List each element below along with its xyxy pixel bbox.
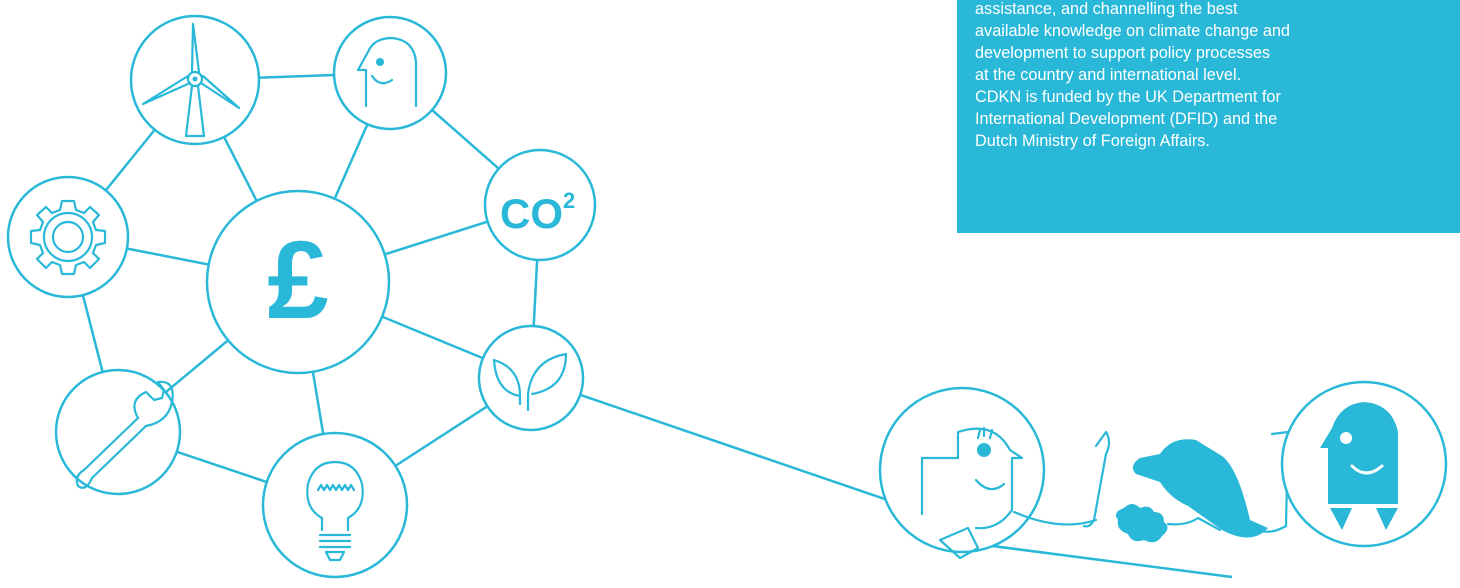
info-line: at the country and international level.: [975, 66, 1242, 84]
info-line: development to support policy processes: [975, 44, 1271, 62]
woman-icon: [878, 386, 1046, 560]
pound-symbol: £: [267, 219, 328, 342]
wrench-icon: [54, 368, 182, 496]
sprout-icon: [477, 324, 585, 432]
gear-icon: [6, 175, 130, 299]
info-line: Dutch Ministry of Foreign Affairs.: [975, 132, 1210, 150]
co2-icon: CO 2: [483, 148, 597, 262]
info-line: CDKN is funded by the UK Department for: [975, 88, 1281, 106]
handshake-icon: [1012, 430, 1290, 543]
info-panel: assistance, and channelling the best ava…: [957, 0, 1460, 233]
pound-icon: £: [205, 189, 391, 375]
person-icon: [332, 15, 448, 131]
co2-label: CO: [500, 190, 563, 237]
info-line: available knowledge on climate change an…: [975, 22, 1290, 40]
wind-turbine-icon: [129, 14, 261, 146]
man-icon: [1280, 380, 1448, 548]
info-line: assistance, and channelling the best: [975, 0, 1238, 18]
lightbulb-icon: [261, 431, 409, 579]
co2-superscript: 2: [563, 188, 575, 213]
info-line: International Development (DFID) and the: [975, 110, 1278, 128]
